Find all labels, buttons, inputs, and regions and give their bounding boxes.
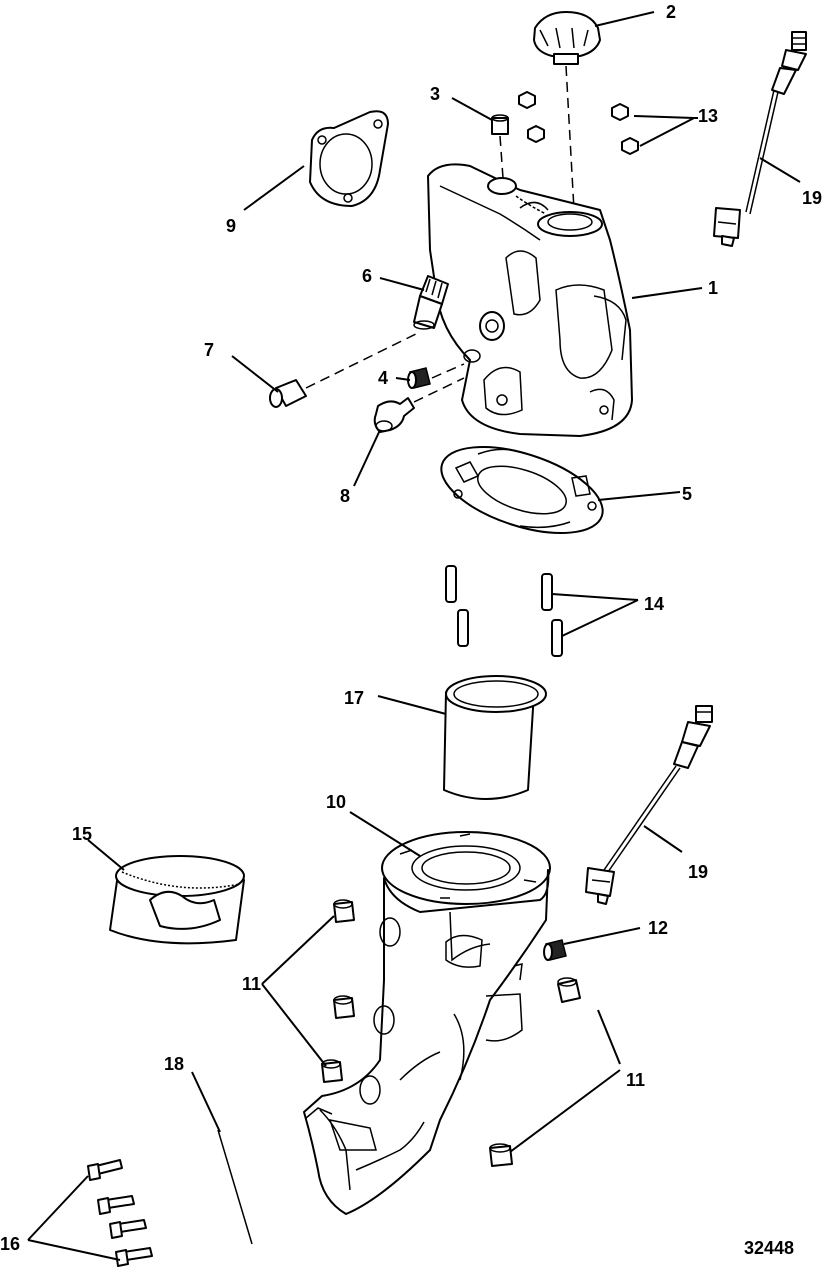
elbow-fitting bbox=[269, 379, 307, 408]
barb-elbow-fitting bbox=[373, 397, 415, 433]
hose-fitting bbox=[413, 275, 449, 330]
callout-14: 14 bbox=[644, 594, 664, 614]
figure-number: 32448 bbox=[744, 1238, 794, 1258]
rubber-liner bbox=[109, 855, 245, 945]
callout-17: 17 bbox=[344, 688, 364, 708]
callout-10: 10 bbox=[326, 792, 346, 812]
plug-fitting bbox=[491, 114, 509, 135]
callout-5: 5 bbox=[682, 484, 692, 504]
callout-16: 16 bbox=[0, 1234, 20, 1254]
temperature-sensor-upper bbox=[713, 31, 807, 247]
leader-lines bbox=[27, 11, 801, 1261]
nut-set bbox=[518, 91, 639, 155]
callout-7: 7 bbox=[204, 340, 214, 360]
callout-19b: 19 bbox=[688, 862, 708, 882]
upper-housing bbox=[427, 163, 633, 437]
bolt-set bbox=[87, 1159, 153, 1267]
lower-exhaust-housing bbox=[303, 831, 551, 1215]
callout-15: 15 bbox=[72, 824, 92, 844]
callout-11a: 11 bbox=[242, 974, 261, 994]
callout-2: 2 bbox=[666, 2, 676, 22]
pipe-plug bbox=[407, 367, 431, 389]
bushings bbox=[321, 899, 581, 1167]
callout-4: 4 bbox=[378, 368, 388, 388]
callout-8: 8 bbox=[340, 486, 350, 506]
callout-9: 9 bbox=[226, 216, 236, 236]
callout-18: 18 bbox=[164, 1054, 184, 1074]
callout-12: 12 bbox=[648, 918, 668, 938]
drain-plug bbox=[543, 939, 567, 961]
exhaust-gasket bbox=[440, 446, 604, 534]
callout-6: 6 bbox=[362, 266, 372, 286]
cylinder-sleeve bbox=[443, 675, 547, 800]
temperature-sensor-lower bbox=[585, 705, 713, 905]
callouts: 1 2 3 4 5 6 7 8 9 10 11 11 12 13 14 15 1… bbox=[0, 2, 822, 1254]
gasket-rod bbox=[217, 1129, 253, 1245]
callout-13: 13 bbox=[698, 106, 718, 126]
gasket-top bbox=[309, 110, 389, 207]
fill-cap bbox=[533, 11, 601, 65]
dowel-pins bbox=[445, 565, 563, 657]
callout-1: 1 bbox=[708, 278, 718, 298]
callout-11b: 11 bbox=[626, 1070, 645, 1090]
callout-19a: 19 bbox=[802, 188, 822, 208]
callout-3: 3 bbox=[430, 84, 440, 104]
